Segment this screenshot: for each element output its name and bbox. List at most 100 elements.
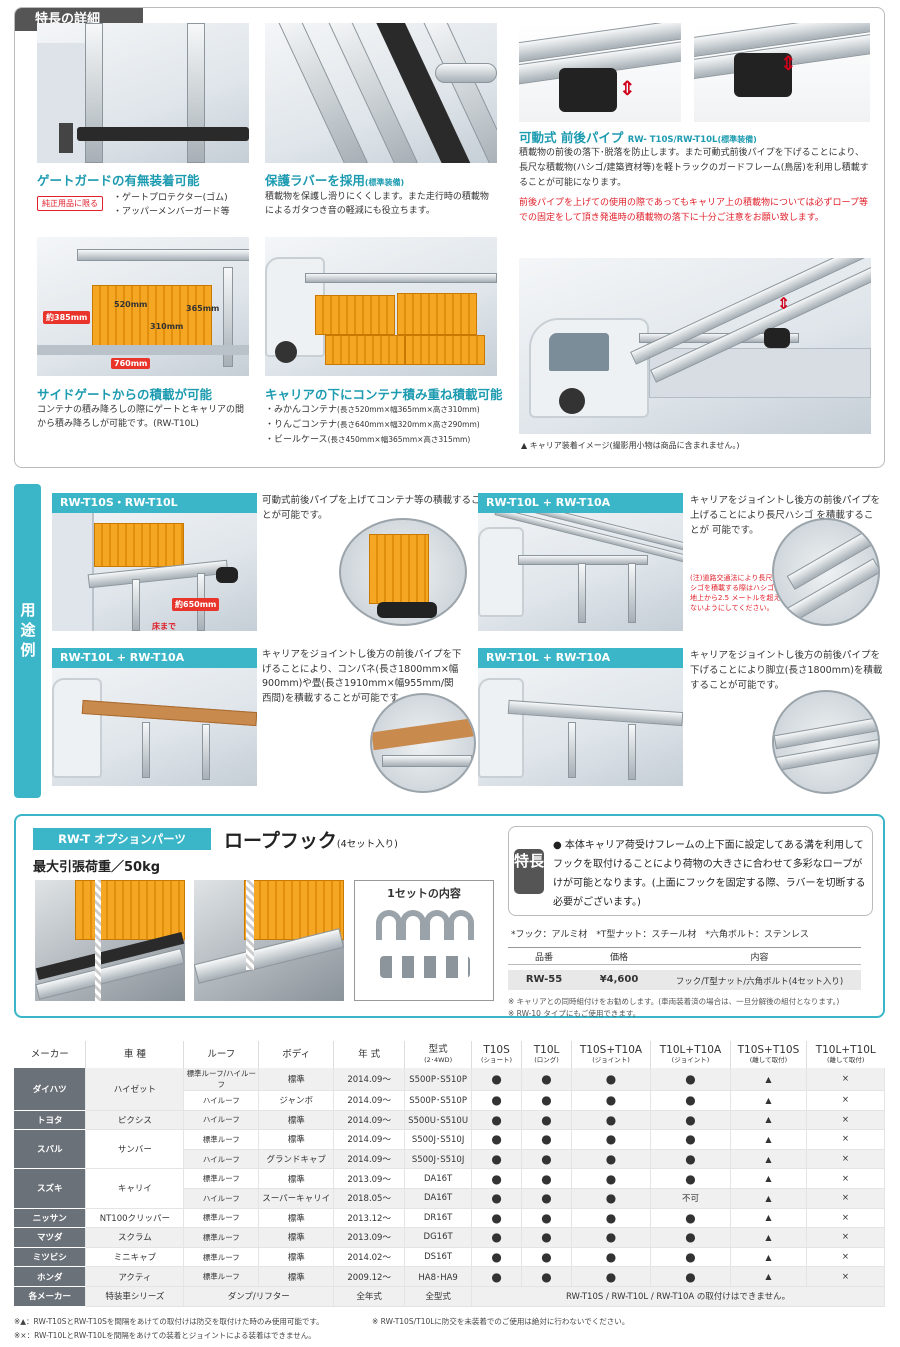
table-cell: × <box>806 1149 886 1170</box>
dim-label: 365mm <box>186 304 220 313</box>
under-carrier-title: キャリアの下にコンテナ積み重ね積載可能 <box>265 387 503 402</box>
gate-guard-photo <box>37 23 249 163</box>
table-col-header: T10S+T10S(離して取付) <box>730 1041 807 1068</box>
table-cell: ● <box>571 1247 651 1268</box>
table-cell: 全年式 <box>333 1286 406 1307</box>
option-tab: RW-T オプションパーツ <box>33 828 211 850</box>
maker-cell: スズキ <box>14 1168 87 1209</box>
table-cell: 標準 <box>258 1168 335 1189</box>
table-cell: 特装車シリーズ <box>85 1286 185 1307</box>
table-cell: 標準ルーフ <box>183 1266 260 1287</box>
table-cell: S500J･S510J <box>404 1149 473 1170</box>
use-case-title: RW-T10L + RW-T10A <box>478 648 683 668</box>
table-cell: ● <box>571 1149 651 1170</box>
table-cell: ▲ <box>730 1110 807 1131</box>
table-cell: × <box>806 1110 886 1131</box>
table-cell: ▲ <box>730 1068 807 1091</box>
product-code: RW-55 <box>525 974 563 985</box>
dim-label: 520mm <box>114 300 148 309</box>
feature-box <box>508 826 873 916</box>
table-cell: 標準ルーフ <box>183 1208 260 1229</box>
rope-hook-photo <box>35 880 185 1001</box>
pipe-up-photo: ⇕ <box>519 23 681 122</box>
maker-cell: マツダ <box>14 1227 87 1248</box>
table-cell: ● <box>571 1068 651 1091</box>
table-cell: ● <box>471 1247 523 1268</box>
table-cell: ● <box>521 1110 573 1131</box>
table-cell: ● <box>521 1149 573 1170</box>
table-cell: ● <box>471 1090 523 1111</box>
table-cell: × <box>806 1188 886 1209</box>
maker-cell: トヨタ <box>14 1110 87 1131</box>
compatibility-table: メーカー車 種ルーフボディ年 式型式(2･4WD)T10S(ショート)T10L(… <box>14 1041 886 1307</box>
table-cell: ● <box>471 1168 523 1189</box>
use-case-text: 可動式前後パイプを上げてコンテナ等の積載することが可能です。 <box>262 495 481 521</box>
gate-guard-title: ゲートガードの有無装着可能 <box>37 173 200 188</box>
table-cell: ハイルーフ <box>183 1188 260 1209</box>
table-cell: ● <box>471 1068 523 1091</box>
table-cell: 2013.09～ <box>333 1168 406 1189</box>
dim-label: 床まで <box>152 622 176 631</box>
table-cell: × <box>806 1068 886 1091</box>
table-cell: ▲ <box>730 1227 807 1248</box>
table-cell: 標準 <box>258 1208 335 1229</box>
table-cell: 2009.12～ <box>333 1266 406 1287</box>
table-cell: ● <box>571 1090 651 1111</box>
table-cell: S500U･S510U <box>404 1110 473 1131</box>
table-cell: ● <box>650 1129 731 1150</box>
pipe-down-photo: ⇕ <box>694 23 870 122</box>
table-cell: ミニキャブ <box>85 1247 185 1268</box>
table-cell: 2014.09～ <box>333 1090 406 1111</box>
table-col-header: ルーフ <box>183 1041 260 1068</box>
use-case-detail-photo <box>772 518 880 626</box>
maker-cell: ダイハツ <box>14 1068 87 1111</box>
carrier-image-photo: ⇕ <box>519 258 871 434</box>
price-col-header: 品番 <box>534 953 553 963</box>
up-down-arrow-icon: ⇕ <box>777 294 791 313</box>
rubber-photo <box>265 23 497 163</box>
table-cell: × <box>806 1090 886 1111</box>
table-col-header: ボディ <box>258 1041 335 1068</box>
table-cell: ▲ <box>730 1090 807 1111</box>
uses-label: 用途例 <box>20 601 36 659</box>
table-cell: ● <box>521 1129 573 1150</box>
genuine-badge: 純正用品に限る <box>37 196 103 211</box>
table-cell: ● <box>571 1227 651 1248</box>
feature-label: 特長 <box>514 852 545 870</box>
table-cell: 標準ルーフ <box>183 1129 260 1150</box>
table-cell: ▲ <box>730 1188 807 1209</box>
table-cell: ▲ <box>730 1168 807 1189</box>
table-cell: ハイルーフ <box>183 1149 260 1170</box>
container-item: ・りんごコンテナ(長さ640mm×幅320mm×高さ290mm) <box>265 420 480 430</box>
table-cell: ジャンボ <box>258 1090 335 1111</box>
use-case-text: キャリアをジョイントし後方の前後パイプを上げることにより長尺ハシゴ を積載するこ… <box>690 495 881 536</box>
table-col-header: T10L+T10A(ジョイント) <box>650 1041 731 1068</box>
container-item: ・みかんコンテナ(長さ520mm×幅365mm×高さ310mm) <box>265 405 480 415</box>
table-cell: 2013.12～ <box>333 1208 406 1229</box>
table-cell: 2014.09～ <box>333 1110 406 1131</box>
use-case-photo <box>52 648 257 786</box>
table-cell: ● <box>650 1110 731 1131</box>
table-cell: サンバー <box>85 1129 185 1170</box>
maker-cell: ミツビシ <box>14 1247 87 1268</box>
table-cell: NT100クリッパー <box>85 1208 185 1229</box>
up-down-arrow-icon: ⇕ <box>780 51 797 75</box>
maker-cell: ニッサン <box>14 1208 87 1229</box>
set-content-box <box>354 880 494 1001</box>
table-cell: DG16T <box>404 1227 473 1248</box>
table-cell: ● <box>471 1227 523 1248</box>
table-cell: 2014.09～ <box>333 1129 406 1150</box>
table-cell: 標準 <box>258 1266 335 1287</box>
table-cell: スーパーキャリイ <box>258 1188 335 1209</box>
use-case-title: RW-T10L + RW-T10A <box>478 493 683 513</box>
table-cell: ● <box>521 1188 573 1209</box>
table-cell: ● <box>571 1266 651 1287</box>
table-cell: ● <box>471 1188 523 1209</box>
table-cell: ▲ <box>730 1266 807 1287</box>
dim-label: 約385mm <box>43 311 91 324</box>
price-col-header: 価格 <box>609 953 628 963</box>
